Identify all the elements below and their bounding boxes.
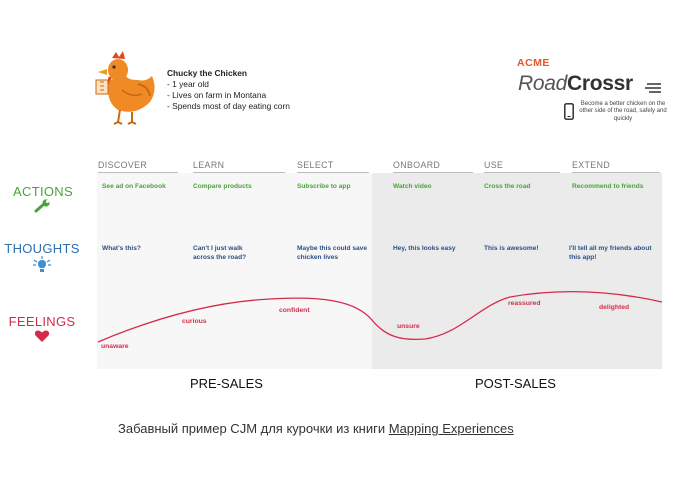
row-label-thoughts: THOUGHTS [2, 241, 82, 277]
stage-use: USE [484, 160, 504, 170]
action-item: See ad on Facebook [102, 183, 166, 190]
feeling-label: unaware [101, 343, 129, 350]
stage-underline [193, 172, 285, 173]
lightbulb-icon [33, 256, 51, 272]
row-label-text: ACTIONS [13, 184, 73, 199]
feeling-label: confident [279, 307, 310, 314]
chicken-illustration [95, 51, 155, 125]
stage-underline [572, 172, 660, 173]
feeling-label: unsure [397, 323, 420, 330]
persona-line: - 1 year old [167, 79, 209, 89]
feeling-label: reassured [508, 300, 541, 307]
row-label-text: FEELINGS [8, 314, 76, 329]
post-sales-panel [372, 173, 662, 369]
figure-caption: Забавный пример CJM для курочки из книги… [118, 421, 514, 436]
action-item: Cross the road [484, 183, 531, 190]
phone-icon [564, 103, 574, 120]
speed-lines-icon [645, 83, 661, 93]
action-item: Watch video [393, 183, 432, 190]
stage-select: SELECT [297, 160, 334, 170]
brand-logo: RoadCrossr [518, 72, 633, 96]
stage-underline [297, 172, 369, 173]
brand-tagline: Become a better chicken on the other sid… [579, 101, 667, 122]
feeling-line [97, 290, 663, 343]
action-item: Subscribe to app [297, 183, 351, 190]
pre-sales-panel [97, 173, 372, 369]
stage-onboard: ONBOARD [393, 160, 441, 170]
phase-post-sales: POST-SALES [475, 376, 556, 391]
thought-item: I'll tell all my friends about this app! [569, 245, 652, 261]
thought-item: This is awesome! [484, 245, 539, 252]
stage-extend: EXTEND [572, 160, 611, 170]
brand-acme: ACME [517, 57, 550, 69]
thought-item: What's this? [102, 245, 141, 252]
action-item: Recommend to friends [572, 183, 644, 190]
stage-learn: LEARN [193, 160, 225, 170]
persona-description: Chucky the Chicken - 1 year old - Lives … [167, 68, 290, 112]
feeling-label: delighted [599, 304, 630, 311]
stage-underline [98, 172, 178, 173]
stage-underline [484, 172, 560, 173]
thought-item: Maybe this could save chicken lives [297, 245, 367, 261]
caption-text: Забавный пример CJM для курочки из книги [118, 421, 389, 436]
row-label-feelings: FEELINGS [6, 314, 78, 346]
heart-icon [34, 330, 50, 342]
row-label-text: THOUGHTS [4, 241, 80, 256]
feeling-label: curious [182, 318, 207, 325]
thought-item: Can't I just walk across the road? [193, 245, 247, 261]
stage-underline [393, 172, 473, 173]
persona-name: Chucky the Chicken [167, 68, 248, 78]
row-label-actions: ACTIONS [8, 184, 78, 216]
brand-crossr: Crossr [567, 72, 633, 95]
phase-pre-sales: PRE-SALES [190, 376, 263, 391]
book-link[interactable]: Mapping Experiences [388, 421, 514, 436]
brand-road: Road [518, 72, 568, 95]
persona-line: - Lives on farm in Montana [167, 90, 267, 100]
thought-item: Hey, this looks easy [393, 245, 456, 252]
wrench-icon [34, 199, 50, 213]
action-item: Compare products [193, 183, 252, 190]
stage-discover: DISCOVER [98, 160, 148, 170]
persona-line: - Spends most of day eating corn [167, 101, 290, 111]
